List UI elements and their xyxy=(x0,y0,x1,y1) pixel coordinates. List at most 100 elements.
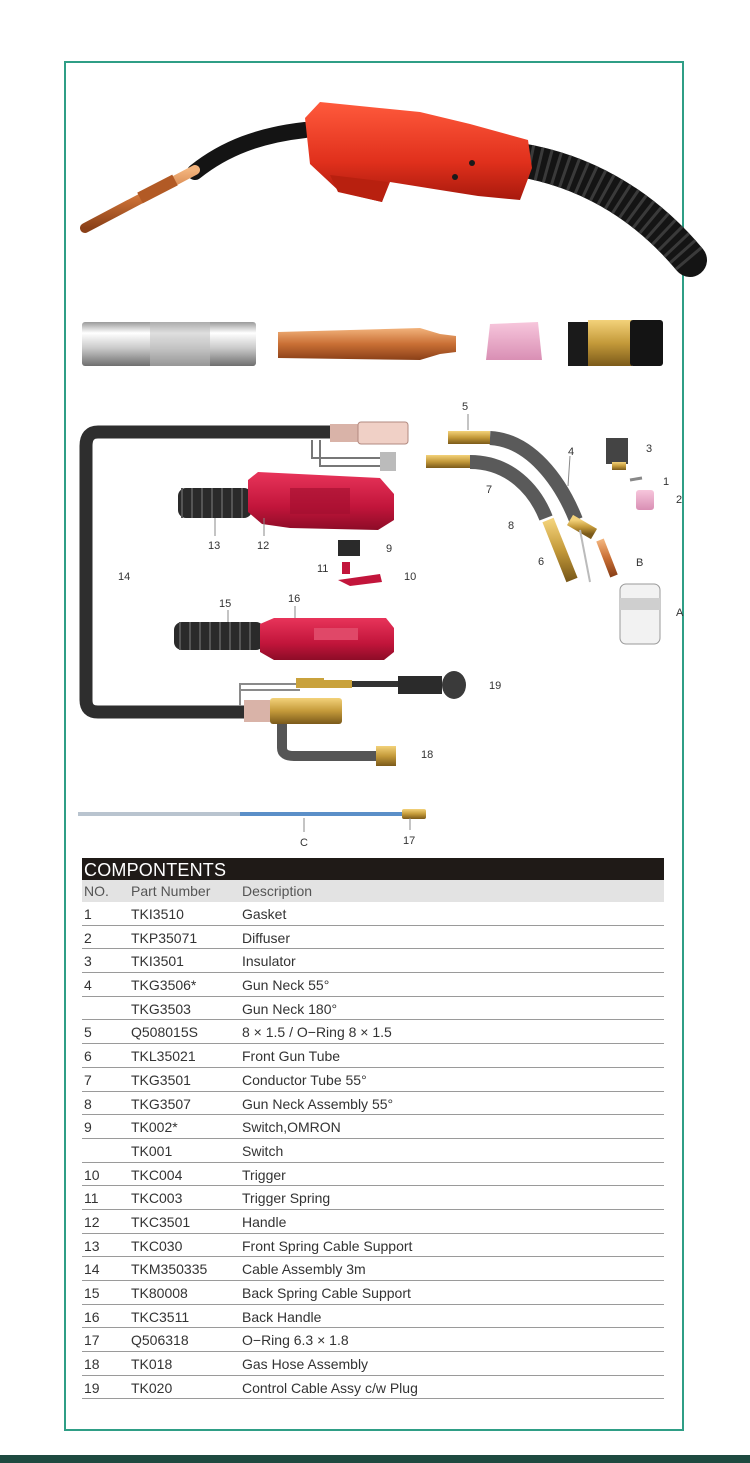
cell-part-number: TKC004 xyxy=(131,1166,183,1183)
cell-no: 7 xyxy=(84,1071,92,1088)
label-19: 19 xyxy=(489,680,501,692)
cell-description: 8 × 1.5 / O−Ring 8 × 1.5 xyxy=(242,1024,392,1041)
cell-description: Gun Neck Assembly 55° xyxy=(242,1095,394,1112)
cell-part-number: TKI3501 xyxy=(131,953,184,970)
cell-description: Trigger xyxy=(242,1166,286,1183)
table-row: 12 TKC3501 Handle xyxy=(82,1210,664,1234)
label-7: 7 xyxy=(486,484,492,496)
cell-part-number: TKG3503 xyxy=(131,1000,191,1017)
label-12: 12 xyxy=(257,540,269,552)
parts-heading: COMPONTENTS xyxy=(82,858,664,880)
header-description: Description xyxy=(242,883,313,899)
cell-description: Gas Hose Assembly xyxy=(242,1356,369,1373)
table-row: TKG3503 Gun Neck 180° xyxy=(82,997,664,1021)
label-8: 8 xyxy=(508,520,514,532)
table-row: 15 TK80008 Back Spring Cable Support xyxy=(82,1281,664,1305)
cell-no: 18 xyxy=(84,1356,100,1373)
cell-no: 15 xyxy=(84,1285,100,1301)
cell-no: 2 xyxy=(84,929,92,946)
cell-no: 19 xyxy=(84,1379,100,1396)
cell-no: 14 xyxy=(84,1261,100,1278)
cell-part-number: TKC3511 xyxy=(131,1308,190,1325)
cell-no: 12 xyxy=(84,1213,100,1230)
table-row: 3 TKI3501 Insulator xyxy=(82,949,664,974)
cell-no: 11 xyxy=(84,1190,99,1207)
cell-description: Cable Assembly 3m xyxy=(242,1261,366,1278)
table-row: 14 TKM350335 Cable Assembly 3m xyxy=(82,1257,664,1281)
header-part-number: Part Number xyxy=(131,883,211,899)
table-row: 7 TKG3501 Conductor Tube 55° xyxy=(82,1068,664,1092)
cell-description: Control Cable Assy c/w Plug xyxy=(242,1379,418,1396)
cell-no: 5 xyxy=(84,1024,92,1041)
cell-description: Insulator xyxy=(242,953,296,970)
cell-part-number: TKG3506* xyxy=(131,977,197,994)
cell-description: Switch,OMRON xyxy=(242,1119,341,1136)
label-14: 14 xyxy=(118,571,130,583)
table-row: 19 TK020 Control Cable Assy c/w Plug xyxy=(82,1376,664,1400)
cell-no xyxy=(82,997,131,1020)
table-row: 8 TKG3507 Gun Neck Assembly 55° xyxy=(82,1092,664,1116)
cell-description: Trigger Spring xyxy=(242,1190,331,1207)
label-3: 3 xyxy=(646,443,652,455)
cell-description: Gasket xyxy=(242,906,287,922)
cell-part-number: TKC030 xyxy=(131,1237,183,1254)
label-16: 16 xyxy=(288,593,300,605)
label-4: 4 xyxy=(568,446,574,458)
cell-no xyxy=(82,1139,131,1162)
cell-part-number: TKG3501 xyxy=(131,1071,191,1088)
cell-part-number: TKL35021 xyxy=(131,1048,196,1065)
cell-description: Front Gun Tube xyxy=(242,1048,341,1065)
cell-no: 9 xyxy=(84,1119,92,1136)
label-15: 15 xyxy=(219,598,231,610)
label-1: 1 xyxy=(663,476,669,488)
cell-part-number: TKC003 xyxy=(131,1190,183,1207)
cell-no: 16 xyxy=(84,1308,100,1325)
cell-part-number: TK80008 xyxy=(131,1285,188,1301)
label-17: 17 xyxy=(403,835,415,847)
table-row: 16 TKC3511 Back Handle xyxy=(82,1305,664,1329)
header-no: NO. xyxy=(84,883,109,899)
cell-description: Conductor Tube 55° xyxy=(242,1071,367,1088)
cell-description: Diffuser xyxy=(242,929,290,946)
cell-part-number: TK001 xyxy=(131,1142,173,1159)
exploded-diagram: 1 2 3 4 5 6 7 8 9 10 11 12 13 14 15 16 1… xyxy=(78,401,684,849)
cell-description: Gun Neck 180° xyxy=(242,1000,338,1017)
label-a: A xyxy=(676,607,684,619)
label-c: C xyxy=(300,837,308,849)
table-row: 11 TKC003 Trigger Spring xyxy=(82,1186,664,1210)
cell-description: Back Spring Cable Support xyxy=(242,1285,411,1301)
table-row: 6 TKL35021 Front Gun Tube xyxy=(82,1044,664,1068)
cell-part-number: TKG3507 xyxy=(131,1095,191,1112)
table-row: 18 TK018 Gas Hose Assembly xyxy=(82,1352,664,1376)
label-2: 2 xyxy=(676,494,682,506)
cell-no: 3 xyxy=(84,953,92,970)
label-b: B xyxy=(636,557,643,569)
cell-no: 1 xyxy=(84,906,92,922)
bottom-bar xyxy=(0,1455,750,1463)
label-13: 13 xyxy=(208,540,220,552)
cell-description: Handle xyxy=(242,1213,287,1230)
parts-table: COMPONTENTS NO. Part Number Description … xyxy=(82,858,664,1400)
cell-no: 8 xyxy=(84,1095,92,1112)
cell-part-number: TKC3501 xyxy=(131,1213,191,1230)
cell-description: Front Spring Cable Support xyxy=(242,1237,413,1254)
cell-no: 4 xyxy=(84,977,92,994)
cell-no: 6 xyxy=(84,1048,92,1065)
cell-part-number: TK020 xyxy=(131,1379,173,1396)
table-row: 5 Q508015S 8 × 1.5 / O−Ring 8 × 1.5 xyxy=(82,1020,664,1045)
label-10: 10 xyxy=(404,571,416,583)
cell-part-number: TKM350335 xyxy=(131,1261,208,1278)
cell-description: Back Handle xyxy=(242,1308,322,1325)
cell-part-number: Q508015S xyxy=(131,1024,198,1041)
cell-part-number: TK018 xyxy=(131,1356,173,1373)
label-11: 11 xyxy=(317,563,328,575)
torch-photo xyxy=(80,102,707,277)
